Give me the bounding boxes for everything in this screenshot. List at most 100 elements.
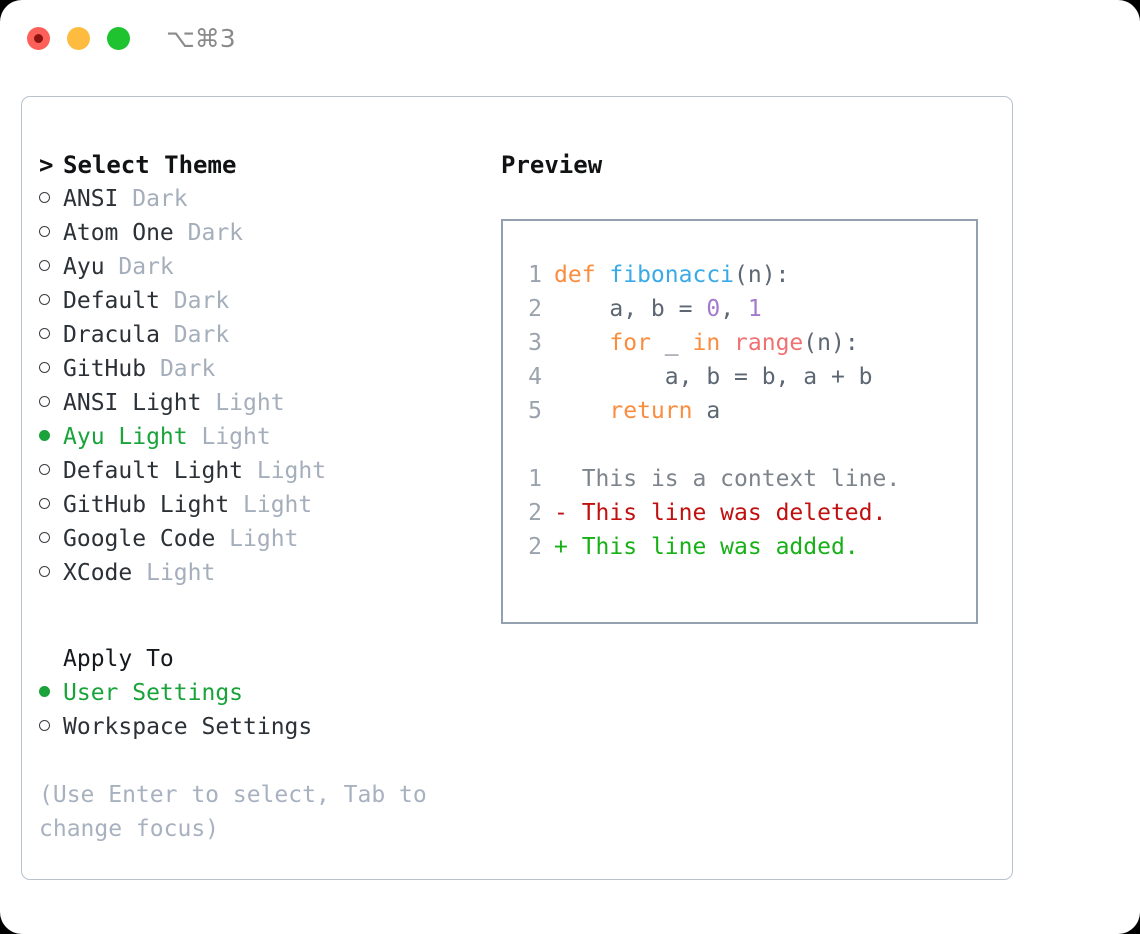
minimize-window-button[interactable] bbox=[67, 27, 90, 50]
theme-name: Default Light bbox=[63, 458, 244, 484]
line-number: 5 bbox=[528, 398, 542, 424]
theme-list-item[interactable]: Ayu Light Light bbox=[39, 420, 479, 454]
theme-variant: Light bbox=[215, 526, 299, 552]
radio-dot bbox=[39, 464, 50, 475]
theme-list-item[interactable]: XCode Light bbox=[39, 556, 479, 590]
theme-list-item[interactable]: GitHub Light Light bbox=[39, 488, 479, 522]
theme-list-item[interactable]: ANSI Light Light bbox=[39, 386, 479, 420]
theme-list-item[interactable]: Ayu Dark bbox=[39, 250, 479, 284]
select-theme-title: Select Theme bbox=[63, 151, 237, 179]
diff-line: 2+ This line was added. bbox=[520, 530, 900, 564]
theme-list-item[interactable]: Dracula Dark bbox=[39, 318, 479, 352]
radio-dot bbox=[39, 566, 50, 577]
radio-unselected-icon bbox=[39, 710, 63, 744]
radio-dot bbox=[39, 720, 50, 731]
radio-selected-icon bbox=[39, 676, 63, 710]
radio-dot bbox=[39, 430, 50, 441]
theme-list-item[interactable]: Google Code Light bbox=[39, 522, 479, 556]
theme-variant: Light bbox=[229, 492, 313, 518]
theme-variant: Light bbox=[243, 458, 327, 484]
apply-to-label: User Settings bbox=[63, 680, 244, 706]
radio-unselected-icon bbox=[39, 386, 63, 420]
radio-dot bbox=[39, 294, 50, 305]
theme-variant: Light bbox=[132, 560, 216, 586]
apply-to-option[interactable]: Workspace Settings bbox=[39, 710, 479, 744]
code-token: _ bbox=[650, 330, 693, 356]
apply-to-label: Workspace Settings bbox=[63, 714, 313, 740]
code-line: 5 return a bbox=[520, 394, 900, 428]
theme-list-item[interactable]: GitHub Dark bbox=[39, 352, 479, 386]
theme-name: Atom One bbox=[63, 220, 174, 246]
radio-unselected-icon bbox=[39, 556, 63, 590]
line-number: 2 bbox=[528, 296, 542, 322]
diff-text: This is a context line. bbox=[581, 466, 901, 492]
select-theme-header: > Select Theme bbox=[39, 148, 479, 182]
theme-variant: Dark bbox=[146, 356, 216, 382]
theme-name: Google Code bbox=[63, 526, 216, 552]
radio-dot bbox=[39, 226, 50, 237]
caret-icon: > bbox=[39, 151, 54, 179]
theme-variant: Dark bbox=[159, 288, 230, 314]
radio-unselected-icon bbox=[39, 454, 63, 488]
theme-variant: Dark bbox=[118, 186, 188, 212]
diff-marker: - bbox=[554, 500, 582, 526]
theme-name: XCode bbox=[63, 560, 133, 586]
maximize-window-button[interactable] bbox=[107, 27, 130, 50]
apply-to-option[interactable]: User Settings bbox=[39, 676, 479, 710]
radio-unselected-icon bbox=[39, 182, 63, 216]
line-number: 1 bbox=[528, 262, 542, 288]
theme-list-item[interactable]: Default Dark bbox=[39, 284, 479, 318]
diff-text: This line was added. bbox=[581, 534, 859, 560]
theme-list-item[interactable]: Atom One Dark bbox=[39, 216, 479, 250]
code-token: a, b = b, a + b bbox=[554, 364, 873, 390]
radio-unselected-icon bbox=[39, 318, 63, 352]
radio-unselected-icon bbox=[39, 284, 63, 318]
theme-variant: Dark bbox=[159, 322, 230, 348]
code-token bbox=[554, 398, 609, 424]
line-number: 1 bbox=[528, 466, 542, 492]
radio-dot bbox=[39, 192, 50, 203]
theme-name: Default bbox=[63, 288, 160, 314]
theme-list-item[interactable]: ANSI Dark bbox=[39, 182, 479, 216]
radio-dot bbox=[39, 260, 50, 271]
code-token: a bbox=[692, 398, 721, 424]
code-token: in bbox=[692, 330, 721, 356]
theme-variant: Light bbox=[187, 424, 271, 450]
radio-dot bbox=[39, 686, 50, 697]
diff-marker: + bbox=[554, 534, 582, 560]
section-spacer bbox=[39, 590, 479, 642]
theme-list-item[interactable]: Default Light Light bbox=[39, 454, 479, 488]
theme-name: ANSI Light bbox=[63, 390, 202, 416]
code-token: for bbox=[609, 330, 651, 356]
theme-variant: Light bbox=[201, 390, 285, 416]
diff-text: This line was deleted. bbox=[581, 500, 887, 526]
radio-unselected-icon bbox=[39, 522, 63, 556]
theme-name: ANSI bbox=[63, 186, 119, 212]
code-line: 2 a, b = 0, 1 bbox=[520, 292, 900, 326]
code-token: 1 bbox=[747, 296, 762, 322]
theme-variant: Dark bbox=[173, 220, 244, 246]
radio-selected-icon bbox=[39, 420, 63, 454]
keyboard-shortcut-label: ⌥⌘3 bbox=[166, 24, 236, 53]
radio-dot bbox=[39, 396, 50, 407]
code-token: def bbox=[554, 262, 610, 288]
code-token bbox=[554, 330, 609, 356]
line-number: 2 bbox=[528, 500, 542, 526]
theme-name: Ayu bbox=[63, 254, 105, 280]
radio-unselected-icon bbox=[39, 352, 63, 386]
diff-line: 2- This line was deleted. bbox=[520, 496, 900, 530]
code-token: (n): bbox=[803, 330, 859, 356]
apply-to-header: Apply To bbox=[39, 642, 479, 676]
line-number: 4 bbox=[528, 364, 542, 390]
radio-dot bbox=[39, 328, 50, 339]
preview-title: Preview bbox=[501, 151, 603, 179]
close-window-button[interactable] bbox=[27, 27, 50, 50]
code-line: 3 for _ in range(n): bbox=[520, 326, 900, 360]
